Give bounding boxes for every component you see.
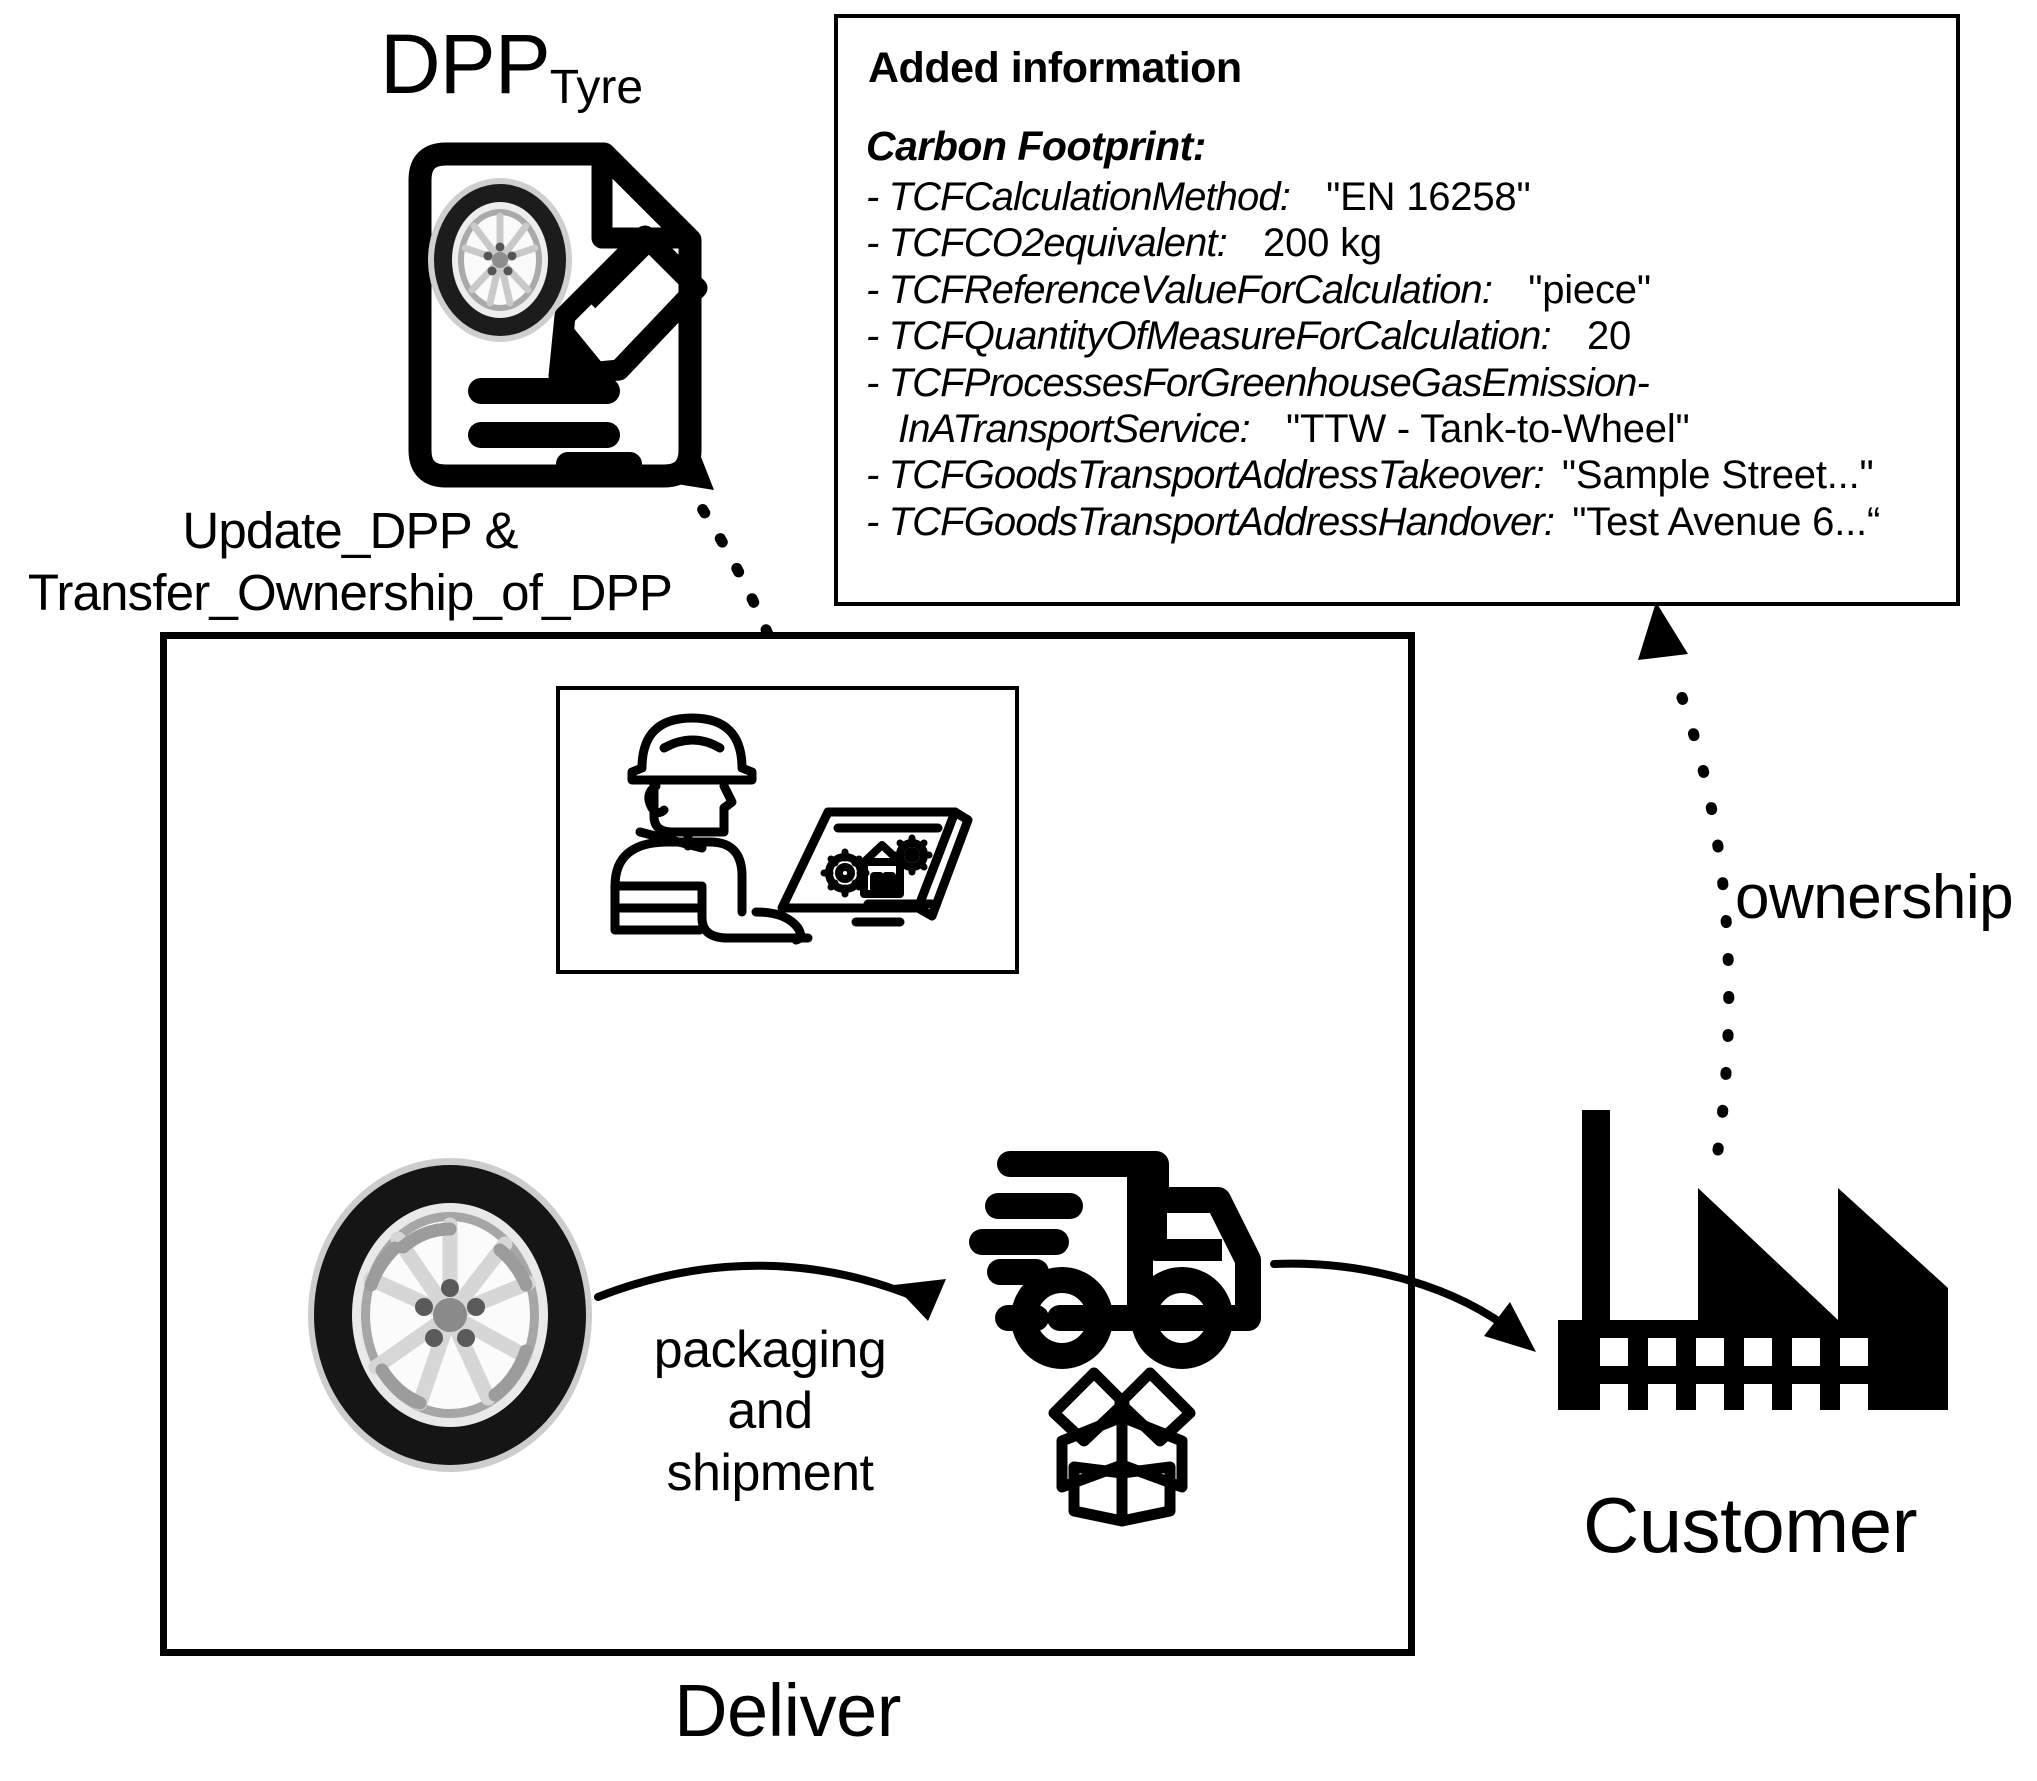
added-information-box: Added information Carbon Footprint: - TC… — [834, 14, 1960, 606]
cf-entry-0: - TCFCalculationMethod: "EN 16258" — [866, 174, 1936, 220]
packaging-caption-line2: and — [727, 1382, 813, 1441]
packaging-caption-line3: shipment — [666, 1443, 875, 1502]
cf-entry-0-value: "EN 16258" — [1326, 175, 1531, 219]
cf-entry-2-value: "piece" — [1528, 267, 1651, 312]
customer-label: Customer — [1582, 1481, 1918, 1569]
cf-entry-7-key: TCFGoodsTransportAddressHandover: — [888, 499, 1555, 544]
cf-entry-3-key: TCFQuantityOfMeasureForCalculation: — [888, 314, 1552, 359]
update-dpp-caption: Update_DPP & Transfer_Ownership_of_DPP — [0, 500, 700, 624]
ownership-label: ownership — [1735, 863, 2014, 932]
update-dpp-caption-line2: Transfer_Ownership_of_DPP — [27, 564, 673, 622]
added-information-title: Added information — [868, 44, 1242, 92]
cf-entry-2: - TCFReferenceValueForCalculation: "piec… — [866, 267, 1936, 313]
cf-entry-1-key: TCFCO2equivalent: — [888, 221, 1228, 266]
cf-entry-6-bullet: - — [866, 453, 879, 498]
open-cardboard-box-icon — [1032, 1355, 1212, 1527]
dpp-label-subscript: Tyre — [549, 61, 644, 114]
worker-at-laptop-icon — [560, 690, 1015, 970]
cf-entry-5-value: "TTW - Tank-to-Wheel" — [1286, 406, 1690, 451]
arrow-ownership — [1560, 590, 1820, 1170]
cf-entry-5: InATransportService: "TTW - Tank-to-Whee… — [898, 406, 1936, 452]
cf-entry-3: - TCFQuantityOfMeasureForCalculation: 20 — [866, 313, 1936, 359]
cf-entry-6: - TCFGoodsTransportAddressTakeover: "Sam… — [866, 452, 1936, 498]
packaging-shipment-caption: packaging and shipment — [620, 1320, 920, 1504]
arrow-update-dpp — [620, 420, 820, 680]
cf-entry-1-bullet: - — [866, 221, 879, 266]
update-dpp-caption-line1: Update_DPP & — [182, 502, 518, 559]
cf-entry-4: - TCFProcessesForGreenhouseGasEmission- — [866, 360, 1936, 406]
cf-entry-2-key: TCFReferenceValueForCalculation: — [888, 267, 1493, 312]
arrow-packaging-shipment — [590, 1235, 970, 1345]
factory-icon — [1558, 1100, 1948, 1460]
cf-entry-2-bullet: - — [866, 267, 879, 312]
cf-entry-6-key: TCFGoodsTransportAddressTakeover: — [888, 453, 1545, 498]
cf-entry-6-value: "Sample Street..." — [1561, 453, 1874, 498]
cf-entry-3-value: 20 — [1586, 314, 1632, 359]
dpp-label-main: DPP — [380, 17, 551, 111]
arrow-truck-to-customer — [1268, 1240, 1558, 1370]
cf-entry-1: - TCFCO2equivalent: 200 kg — [866, 220, 1936, 266]
cf-entry-0-key: TCFCalculationMethod: — [888, 175, 1291, 219]
tyre-icon — [300, 1155, 600, 1475]
packaging-caption-line1: packaging — [653, 1321, 887, 1379]
delivery-truck-icon — [960, 1140, 1290, 1370]
cf-entry-7-bullet: - — [866, 499, 879, 544]
cf-entry-0-bullet: - — [866, 175, 879, 219]
cf-entry-7: - TCFGoodsTransportAddressHandover: "Tes… — [866, 499, 1936, 545]
cf-entry-7-value: "Test Avenue 6...“ — [1572, 499, 1881, 544]
cf-entry-4-key: TCFProcessesForGreenhouseGasEmission- — [888, 360, 1650, 405]
cf-entry-4-bullet: - — [866, 360, 879, 405]
deliver-label: Deliver — [674, 1669, 901, 1752]
dpp-tyre-label: DPPTyre — [380, 22, 643, 112]
carbon-footprint-title: Carbon Footprint: — [866, 123, 1206, 169]
worker-at-laptop-panel — [556, 686, 1019, 974]
cf-entry-5-key: InATransportService: — [898, 406, 1251, 451]
dpp-document-icon — [390, 140, 730, 490]
cf-entry-3-bullet: - — [866, 314, 879, 359]
cf-entry-1-value: 200 kg — [1263, 221, 1382, 266]
